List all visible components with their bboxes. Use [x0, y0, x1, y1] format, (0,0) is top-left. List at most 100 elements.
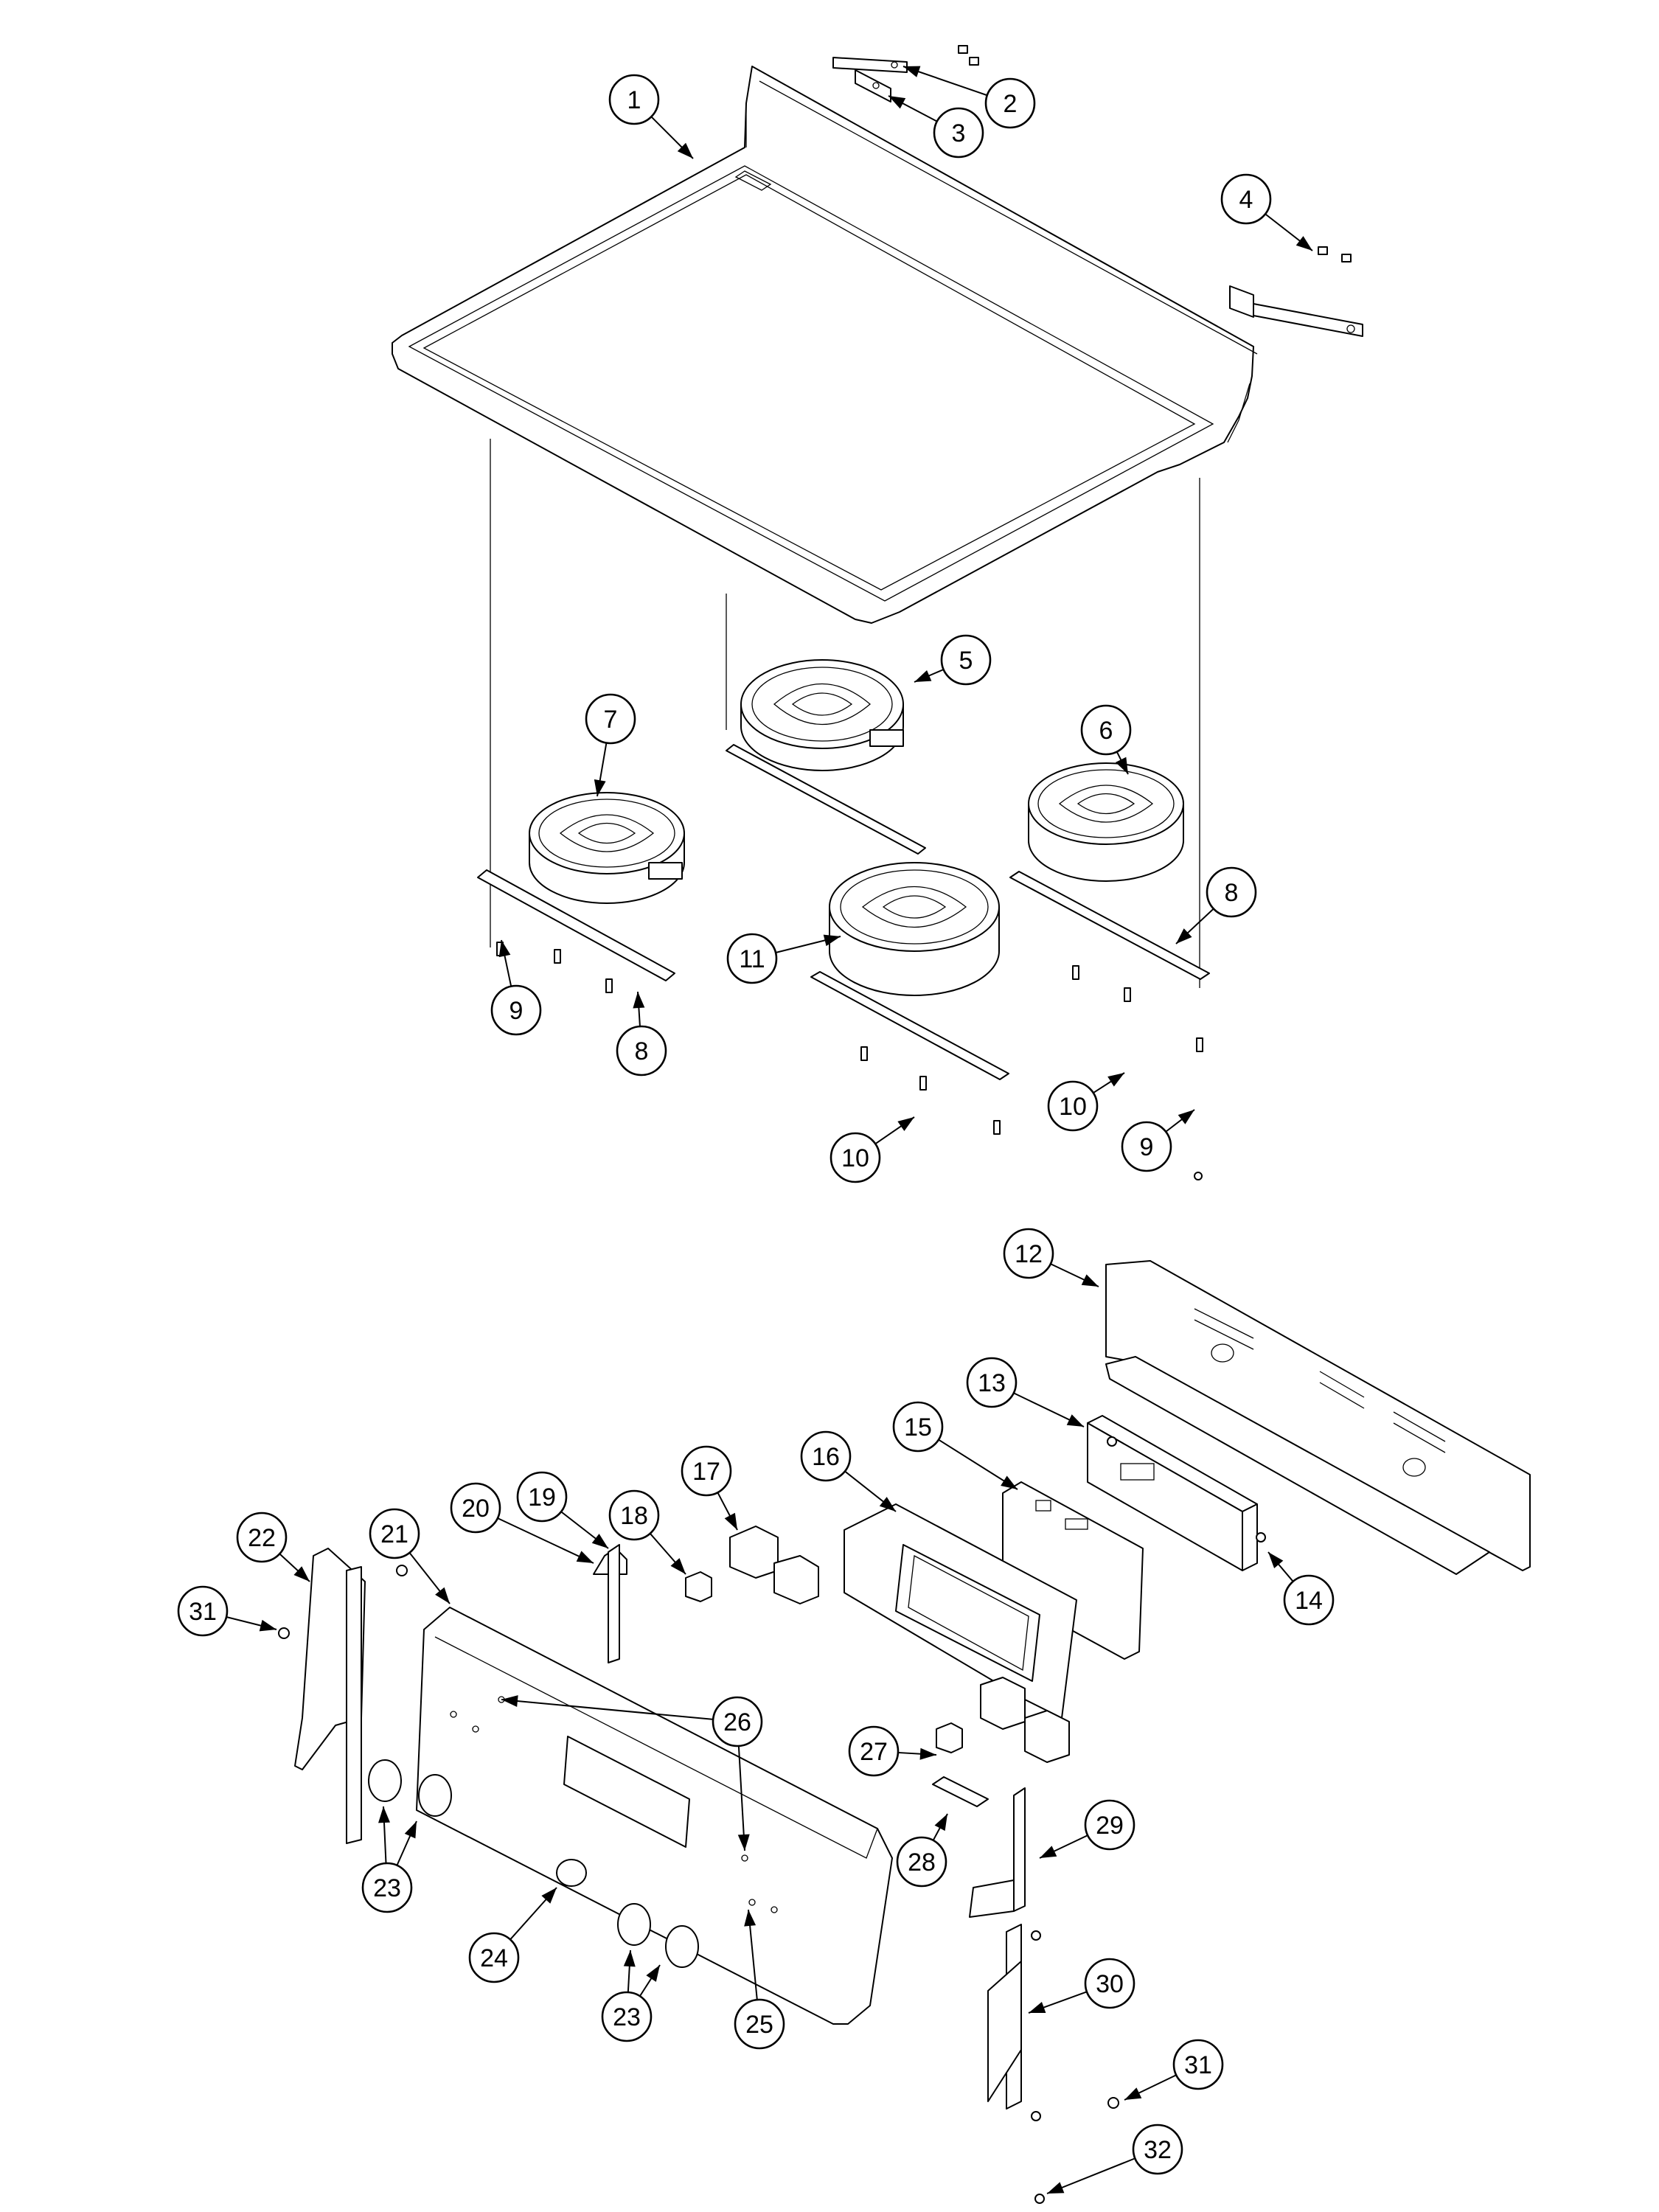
callout-23: 23 — [361, 1862, 413, 1913]
panel-brackets — [593, 1544, 1026, 1918]
callout-c4-arrowhead — [1295, 236, 1312, 251]
callout-7: 7 — [585, 693, 636, 745]
callout-9: 9 — [1121, 1121, 1172, 1172]
callout-circle — [601, 1991, 653, 2042]
callout-c26-arrowhead — [737, 1834, 750, 1851]
callout-30: 30 — [1084, 1958, 1135, 2009]
callout-circle — [450, 1482, 501, 1534]
callout-circle — [585, 693, 636, 745]
callout-circle — [966, 1357, 1018, 1408]
callout-circle — [1121, 1121, 1172, 1172]
callout-circle — [1003, 1228, 1054, 1279]
callout-10: 10 — [1047, 1080, 1099, 1132]
callout-number: 6 — [1099, 717, 1113, 745]
callout-c17-arrowhead — [724, 1512, 737, 1530]
callout-18: 18 — [608, 1489, 660, 1541]
callout-c15-arrowhead — [1001, 1475, 1018, 1489]
callout-15: 15 — [892, 1401, 944, 1453]
callout-c24-arrowhead — [541, 1888, 557, 1904]
callout-10: 10 — [830, 1132, 881, 1183]
control-panel-backplate — [1105, 1260, 1531, 1575]
callout-c16-arrowhead — [879, 1497, 896, 1512]
callout-c23b-arrowhead — [623, 1950, 636, 1967]
callout-number: 32 — [1144, 2136, 1172, 2164]
callout-c28-arrowhead — [934, 1814, 947, 1832]
screws — [278, 1172, 1266, 2204]
callout-c3-arrowhead — [888, 96, 906, 109]
callout-c23a-arrowhead — [378, 1806, 390, 1823]
callout-c21-arrowhead — [435, 1587, 450, 1604]
callout-c1-arrowhead — [677, 142, 693, 159]
callout-c6-arrowhead — [1116, 757, 1128, 774]
callout-3: 3 — [933, 107, 984, 159]
callout-circle — [616, 1025, 667, 1077]
callout-c11-arrowhead — [823, 934, 841, 947]
callout-number: 15 — [904, 1413, 932, 1441]
callout-circle — [984, 77, 1036, 129]
callout-number: 14 — [1295, 1587, 1323, 1615]
callout-c23a-b-arrowhead — [404, 1821, 417, 1839]
callout-circle — [1172, 2039, 1224, 2090]
callout-circle — [1220, 173, 1272, 225]
callout-number: 26 — [723, 1708, 751, 1736]
display-window-bracket — [844, 1503, 1077, 1719]
callout-circle — [1206, 866, 1257, 918]
callout-c18-arrowhead — [670, 1558, 686, 1574]
callout-number: 31 — [189, 1598, 217, 1626]
callout-22: 22 — [236, 1512, 288, 1563]
switches — [685, 1526, 1070, 1763]
callout-c19-arrowhead — [591, 1534, 608, 1548]
callout-circle — [468, 1932, 520, 1983]
callout-c25-arrowhead — [744, 1910, 757, 1927]
callout-14: 14 — [1283, 1574, 1335, 1626]
element-11 — [829, 862, 1000, 996]
callout-31: 31 — [1172, 2039, 1224, 2090]
callout-c32-arrowhead — [1047, 2182, 1065, 2194]
callout-31: 31 — [177, 1585, 229, 1637]
callout-circle — [608, 1489, 660, 1541]
callout-circle — [361, 1862, 413, 1913]
callout-25: 25 — [734, 1998, 785, 2050]
callout-circle — [734, 1998, 785, 2050]
callout-5: 5 — [940, 634, 992, 686]
element-6 — [1028, 762, 1184, 882]
callout-c14-arrowhead — [1268, 1552, 1284, 1568]
callout-number: 4 — [1239, 186, 1253, 214]
callout-number: 8 — [1225, 879, 1239, 907]
leader-lines — [226, 66, 1313, 2194]
callout-circle — [892, 1401, 944, 1453]
callout-c9a-arrowhead — [498, 940, 511, 958]
callout-circle — [726, 933, 778, 984]
callout-1: 1 — [608, 74, 660, 125]
callout-circle — [681, 1445, 732, 1497]
callout-c20-arrowhead — [576, 1551, 594, 1563]
callout-c20-leader — [497, 1517, 594, 1564]
callout-8: 8 — [616, 1025, 667, 1077]
callout-circle — [800, 1430, 852, 1482]
callout-9: 9 — [490, 984, 542, 1036]
callout-circle — [1132, 2124, 1183, 2175]
callout-2: 2 — [984, 77, 1036, 129]
callout-c23b-b-arrowhead — [646, 1965, 660, 1982]
callout-circle — [1283, 1574, 1335, 1626]
callout-c12-arrowhead — [1081, 1274, 1099, 1287]
callout-number: 25 — [745, 2011, 773, 2039]
element-7 — [529, 792, 685, 904]
callout-c8a-arrowhead — [633, 992, 645, 1009]
rear-brackets — [832, 45, 1363, 337]
callout-c7-arrowhead — [594, 779, 606, 796]
callout-c8b-arrowhead — [1176, 928, 1192, 944]
callout-27: 27 — [848, 1725, 900, 1777]
knobs — [368, 1759, 699, 1968]
callout-circle — [608, 74, 660, 125]
callout-number: 11 — [739, 945, 765, 973]
callout-number: 8 — [635, 1037, 649, 1065]
callout-number: 24 — [480, 1944, 508, 1972]
callout-28: 28 — [896, 1836, 947, 1888]
element-brackets — [477, 744, 1210, 1135]
callout-number: 27 — [860, 1738, 888, 1766]
callout-circle — [516, 1471, 568, 1523]
element-5 — [740, 659, 904, 771]
